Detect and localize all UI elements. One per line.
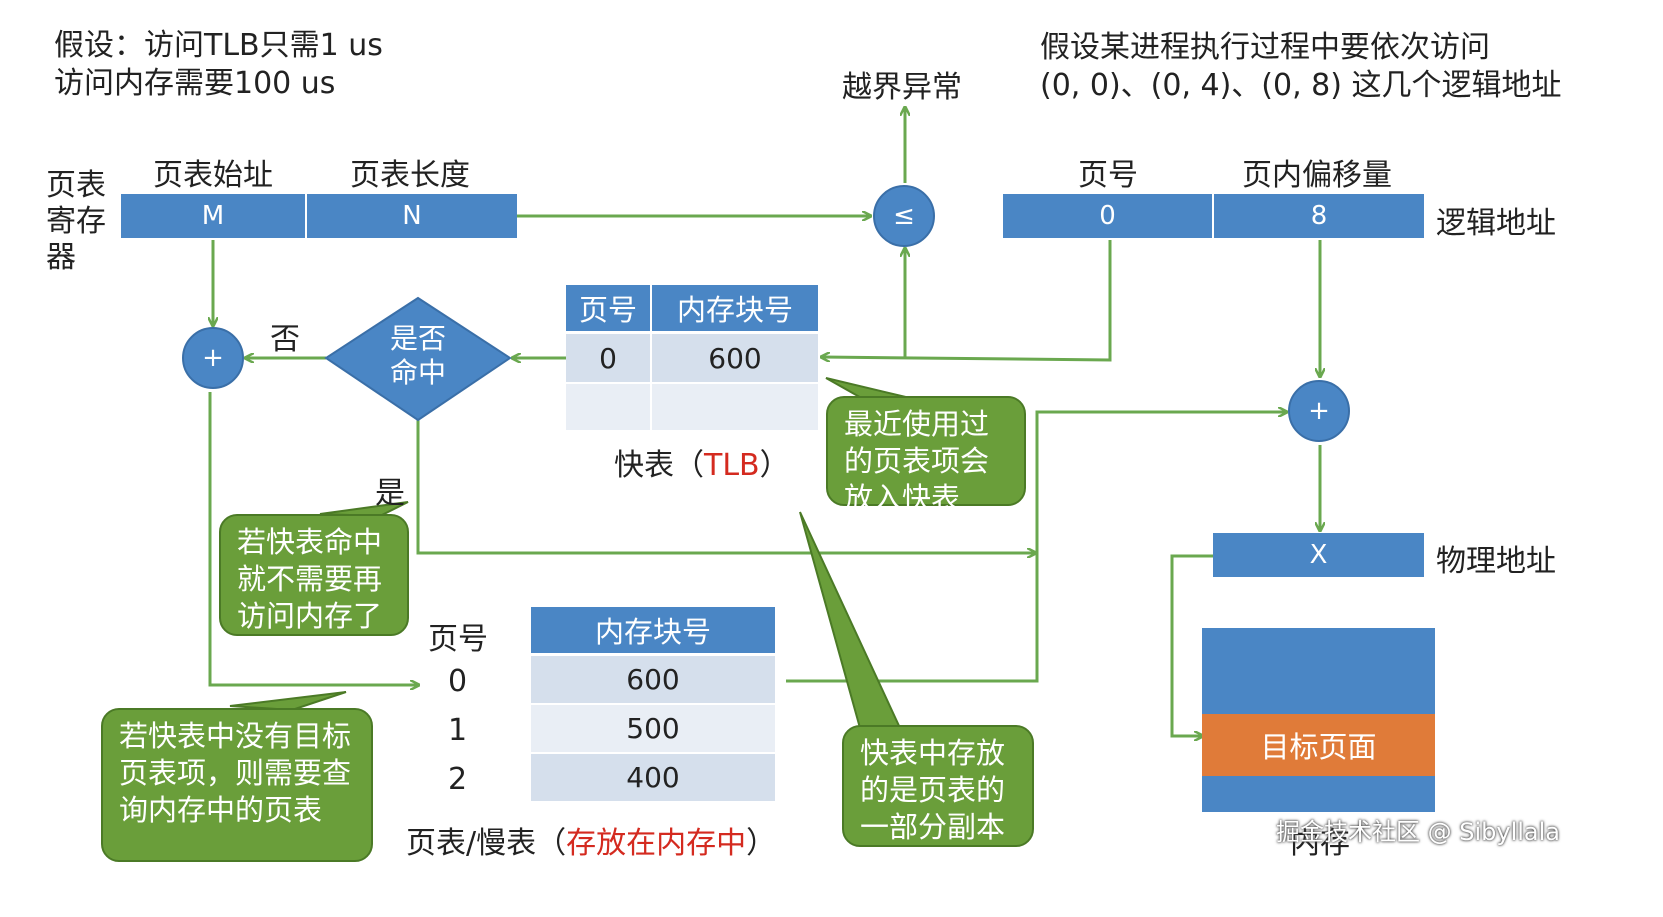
left-adder-circle: + bbox=[182, 327, 244, 389]
pagetable-page-0: 0 bbox=[448, 664, 468, 699]
pagetable-block-header: 内存块号 bbox=[531, 607, 775, 653]
pagetable-page-header: 页号 bbox=[428, 622, 488, 657]
assumption-memory: 访问内存需要100 us bbox=[54, 66, 336, 101]
arrow-adder-to-pagetable bbox=[208, 392, 418, 685]
tlb-row-1-page bbox=[566, 384, 650, 430]
note-tlb-hit: 若快表命中就不需要再访问内存了 bbox=[219, 514, 409, 636]
right-adder-circle: + bbox=[1288, 380, 1350, 442]
logical-address-label: 逻辑地址 bbox=[1436, 206, 1556, 241]
register-length-header: 页表长度 bbox=[350, 158, 470, 193]
hit-diamond-label: 是否 命中 bbox=[389, 322, 446, 389]
sequence-desc-line2: (0, 0)、(0, 4)、(0, 8) 这几个逻辑地址 bbox=[1040, 68, 1562, 103]
register-length-cell: N bbox=[307, 194, 517, 238]
note-tlb-miss: 若快表中没有目标页表项，则需要查询内存中的页表 bbox=[101, 708, 373, 862]
pagetable-page-1: 1 bbox=[448, 713, 468, 748]
pagetable-block-0: 600 bbox=[531, 656, 775, 703]
pagetable-block-2: 400 bbox=[531, 754, 775, 801]
pagetable-page-2: 2 bbox=[448, 762, 468, 797]
tlb-row-1-block bbox=[652, 384, 818, 430]
arrow-hit-to-physical bbox=[416, 420, 1035, 553]
memory-label: 内存 bbox=[1290, 826, 1350, 861]
pagetable-caption: 页表/慢表（存放在内存中） bbox=[406, 826, 777, 861]
tlb-caption: 快表（TLB） bbox=[614, 448, 790, 483]
assumption-tlb: 假设：访问TLB只需1 us bbox=[54, 28, 383, 63]
out-of-bounds-label: 越界异常 bbox=[842, 70, 962, 105]
logical-offset-cell: 8 bbox=[1214, 194, 1424, 238]
tlb-row-0-block: 600 bbox=[652, 334, 818, 382]
compare-circle: ≤ bbox=[873, 185, 935, 247]
logical-offset-header: 页内偏移量 bbox=[1242, 158, 1392, 193]
arrow-pagetable-to-adder bbox=[786, 412, 1286, 683]
note-recent-entries: 最近使用过的页表项会放入快表 bbox=[826, 396, 1026, 515]
register-start-header: 页表始址 bbox=[153, 158, 273, 193]
physical-address-label: 物理地址 bbox=[1436, 544, 1556, 579]
hit-diamond-shape bbox=[324, 296, 512, 422]
arrow-physical-to-memory bbox=[1170, 554, 1213, 736]
pagetable-block-1: 500 bbox=[531, 705, 775, 752]
note-tlb-copy: 快表中存放的是页表的一部分副本 bbox=[842, 725, 1034, 847]
sequence-desc-line1: 假设某进程执行过程中要依次访问 bbox=[1040, 30, 1490, 65]
tlb-header-page: 页号 bbox=[566, 285, 650, 331]
tlb-row-0-page: 0 bbox=[566, 334, 650, 382]
physical-address-cell: X bbox=[1213, 533, 1424, 577]
tlb-header-block: 内存块号 bbox=[652, 285, 818, 331]
watermark: 掘金技术社区 @ Sibyllala bbox=[1276, 818, 1561, 846]
callout-tail-copy bbox=[799, 511, 902, 729]
arrow-page-to-tlb bbox=[822, 240, 1112, 360]
register-label: 页表 寄存 器 bbox=[46, 168, 106, 275]
logical-page-header: 页号 bbox=[1078, 158, 1138, 193]
register-start-cell: M bbox=[121, 194, 305, 238]
miss-label: 否 bbox=[270, 322, 300, 357]
logical-page-cell: 0 bbox=[1003, 194, 1212, 238]
target-page: 目标页面 bbox=[1202, 714, 1435, 776]
hit-label: 是 bbox=[375, 476, 405, 511]
